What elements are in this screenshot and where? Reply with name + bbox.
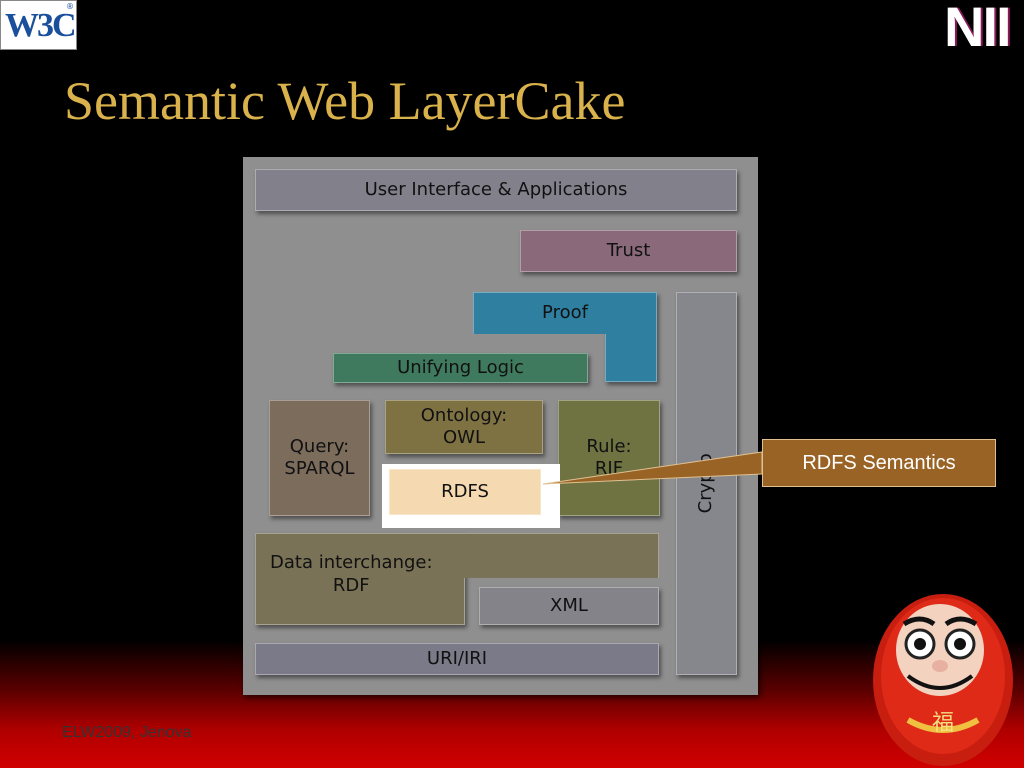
layer-rdfs-label: RDFS	[441, 480, 489, 502]
registered-mark: ®	[66, 2, 74, 11]
layer-proof-label: Proof	[542, 302, 588, 324]
callout-label: RDFS Semantics	[802, 451, 956, 474]
daruma-doll-icon: 福	[873, 594, 1013, 766]
layer-uri-iri: URI/IRI	[255, 643, 659, 675]
svg-text:福: 福	[932, 711, 954, 736]
layer-ontology-line1: Ontology:	[420, 404, 508, 426]
layer-query: Query:SPARQL	[269, 400, 370, 516]
layer-query-line1: Query:	[289, 435, 350, 457]
w3c-logo: W3C ®	[0, 0, 77, 50]
layer-xml: XML	[479, 587, 659, 625]
layer-rule: Rule:RIF	[558, 400, 660, 516]
layer-unifying-logic: Unifying Logic	[333, 353, 588, 383]
layer-unifying-logic-label: Unifying Logic	[397, 356, 524, 378]
layer-rdfs: RDFS	[389, 469, 541, 515]
callout-rdfs-semantics: RDFS Semantics	[762, 439, 996, 487]
layer-proof: Proof	[473, 292, 657, 334]
layer-ontology: Ontology:OWL	[385, 400, 543, 454]
slide-title: Semantic Web LayerCake	[64, 71, 626, 131]
layer-ontology-line2: OWL	[443, 427, 485, 448]
layer-rule-line1: Rule:	[586, 435, 632, 457]
layer-data-line2: RDF	[332, 574, 370, 596]
layer-trust-label: Trust	[606, 239, 651, 261]
layer-trust: Trust	[520, 230, 737, 272]
footer-text: ELW2009, Jenova	[62, 724, 192, 741]
layer-crypto: Crypto	[676, 292, 737, 675]
layer-query-line2: SPARQL	[284, 458, 355, 479]
nii-logo: NII	[944, 0, 1012, 58]
layer-uri-iri-label: URI/IRI	[426, 647, 488, 669]
layer-cake-diagram: User Interface & Applications Trust Proo…	[243, 157, 758, 695]
layer-rule-line2: RIF	[594, 458, 624, 479]
w3c-logo-text: W3C	[5, 7, 77, 44]
layer-user-interface-label: User Interface & Applications	[364, 178, 628, 200]
layer-data-line1: Data interchange:	[270, 552, 433, 573]
layer-user-interface: User Interface & Applications	[255, 169, 737, 211]
layer-crypto-label: Crypto	[695, 453, 717, 514]
layer-xml-label: XML	[550, 594, 588, 616]
layer-data-interchange-label: Data interchange:RDF	[255, 533, 659, 596]
